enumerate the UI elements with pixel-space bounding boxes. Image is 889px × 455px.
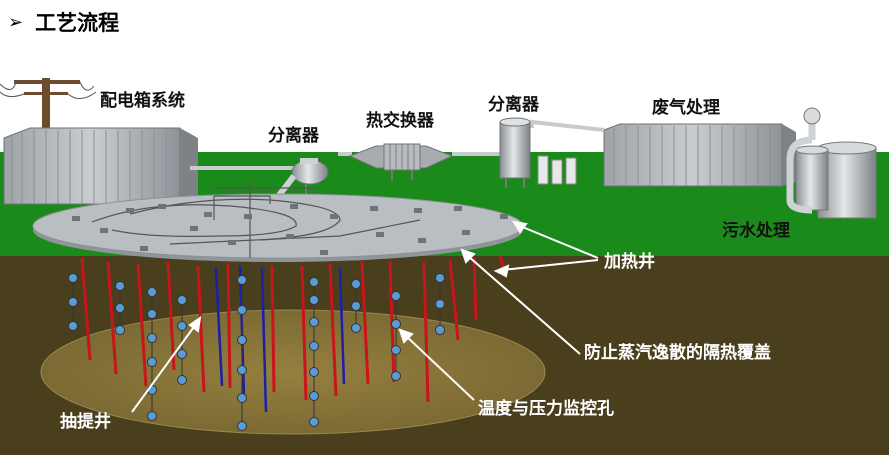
label-heat-exchanger: 热交换器	[366, 111, 434, 131]
label-monitor-hole: 温度与压力监控孔	[478, 399, 614, 419]
heating-wells	[80, 255, 508, 403]
label-power-box: 配电箱系统	[100, 91, 185, 111]
heat-exchanger	[348, 143, 454, 180]
page-title-text: 工艺流程	[35, 11, 120, 35]
label-exhaust-treatment: 废气处理	[652, 98, 720, 118]
label-extraction-well: 抽提井	[60, 412, 111, 432]
separator-right-tank	[499, 117, 577, 188]
label-heating-well: 加热井	[604, 252, 655, 272]
power-box-container	[3, 127, 198, 205]
label-separator-left: 分离器	[268, 126, 319, 146]
leader-lines	[131, 220, 599, 413]
treatment-zone	[40, 309, 546, 435]
label-insulation-cover: 防止蒸汽逸散的隔热覆盖	[584, 343, 771, 363]
power-pole	[0, 78, 97, 140]
label-wastewater-treatment: 污水处理	[722, 221, 790, 241]
exhaust-treatment-container	[603, 123, 796, 187]
monitor-holes	[68, 273, 445, 431]
label-separator-right: 分离器	[488, 95, 539, 115]
wastewater-tanks	[786, 107, 877, 219]
title-marker-icon: ➢	[8, 11, 24, 33]
page-title: ➢ 工艺流程	[8, 7, 119, 37]
insulation-cover	[32, 182, 524, 262]
